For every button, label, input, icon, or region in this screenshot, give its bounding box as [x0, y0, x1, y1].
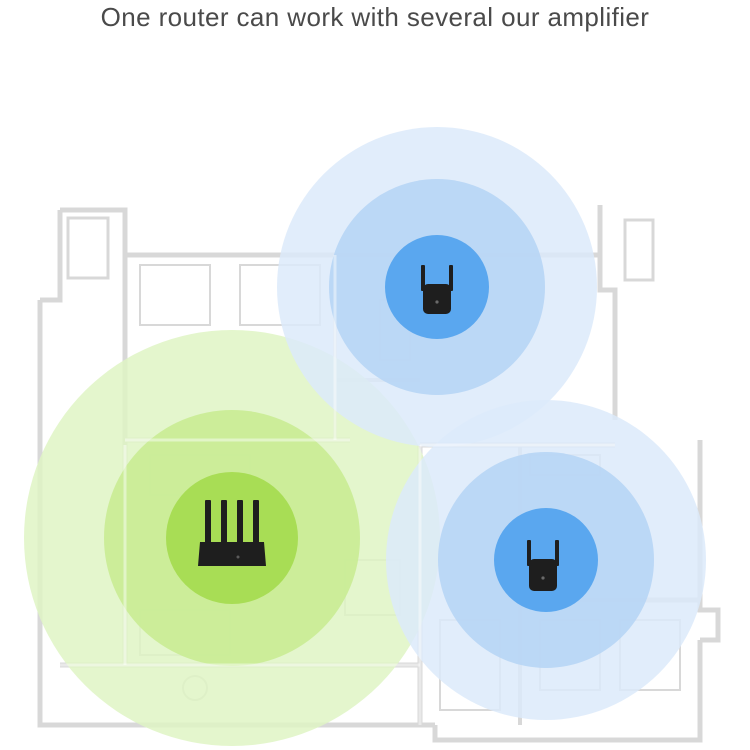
- router-coverage-inner: [166, 472, 298, 604]
- wifi-amplifier-icon: [421, 265, 453, 314]
- router-coverage: [24, 330, 440, 746]
- floor-plan-overlay: [60, 255, 615, 725]
- amplifier-top-coverage: [277, 127, 597, 447]
- headline: One router can work with several our amp…: [100, 2, 650, 32]
- wifi-amplifier-icon: [527, 540, 559, 591]
- router-icon: [198, 500, 266, 566]
